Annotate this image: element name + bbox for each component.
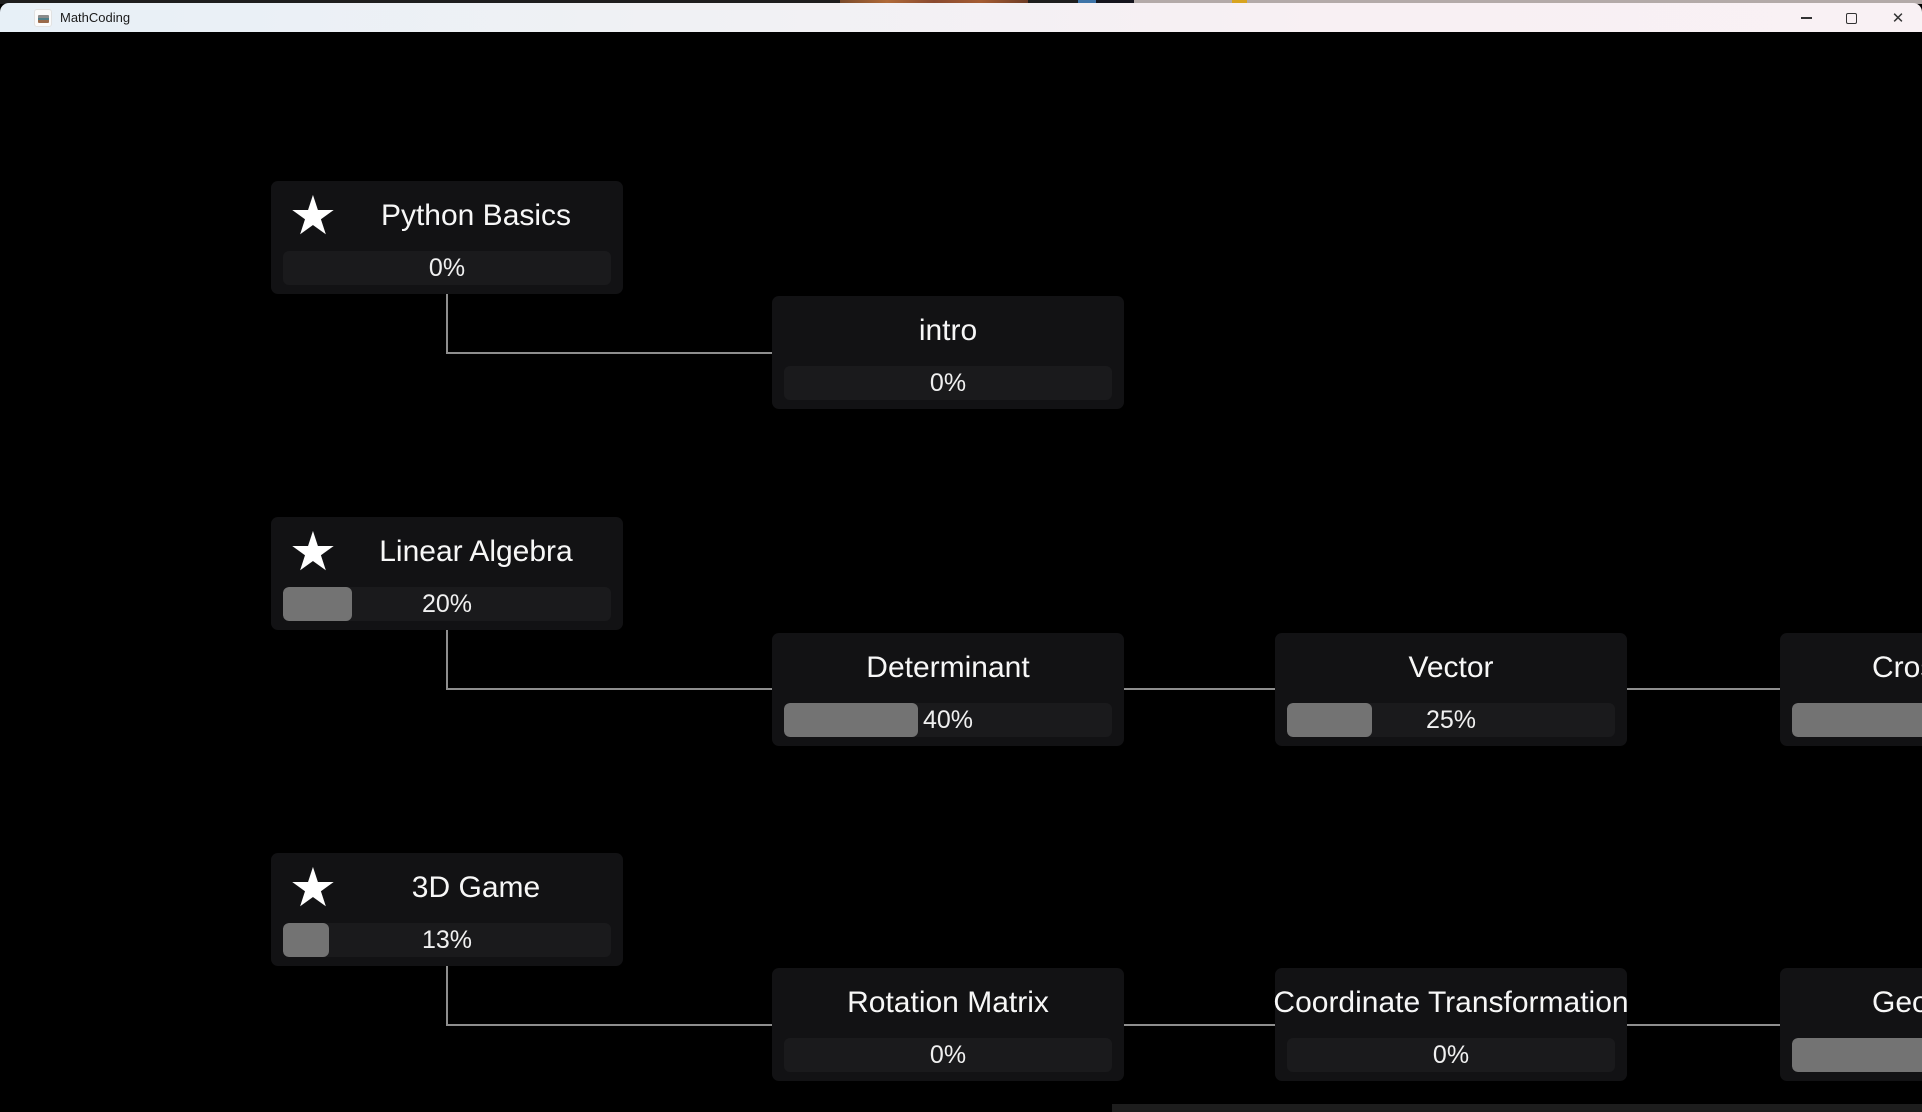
- node-title: Python Basics: [380, 199, 572, 232]
- progress-bar: 0%: [283, 251, 611, 285]
- desktop-edge-strip: [0, 0, 1922, 4]
- connector-line: [446, 294, 448, 354]
- node-cross-truncated[interactable]: Cros: [1780, 633, 1922, 746]
- progress-bar: 13%: [283, 923, 611, 957]
- title-bar[interactable]: MathCoding ✕: [0, 3, 1922, 32]
- progress-label: 0%: [1432, 1041, 1470, 1069]
- maximize-button[interactable]: [1830, 5, 1872, 31]
- node-title: Coordinate Transformation: [1273, 986, 1629, 1019]
- node-title: Determinant: [866, 651, 1030, 684]
- progress-label: 20%: [421, 590, 473, 618]
- progress-bar: 0%: [784, 366, 1112, 400]
- node-linear-algebra[interactable]: ★ Linear Algebra 20%: [271, 517, 623, 630]
- connector-line: [1124, 688, 1275, 690]
- connector-line: [446, 1024, 772, 1026]
- progress-label: 40%: [922, 706, 974, 734]
- node-intro[interactable]: intro 0%: [772, 296, 1124, 409]
- bottom-edge-strip: [1112, 1104, 1922, 1112]
- node-coordinate-transformation[interactable]: Coordinate Transformation 0%: [1273, 968, 1629, 1081]
- connector-line: [446, 966, 448, 1026]
- progress-bar: [1792, 1038, 1922, 1072]
- node-title: 3D Game: [411, 871, 541, 904]
- progress-fill: [784, 703, 919, 737]
- node-vector[interactable]: Vector 25%: [1275, 633, 1627, 746]
- desktop-strip-segment: [1232, 0, 1247, 4]
- star-icon: ★: [288, 522, 338, 582]
- node-3d-game[interactable]: ★ 3D Game 13%: [271, 853, 623, 966]
- desktop-strip-segment: [1078, 0, 1096, 4]
- minimize-icon: [1800, 17, 1812, 19]
- connector-line: [446, 630, 448, 690]
- desktop-strip-segment: [1134, 0, 1922, 4]
- progress-bar: 20%: [283, 587, 611, 621]
- connector-line: [446, 352, 772, 354]
- node-determinant[interactable]: Determinant 40%: [772, 633, 1124, 746]
- star-icon: ★: [288, 858, 338, 918]
- node-title: Rotation Matrix: [847, 986, 1049, 1019]
- node-rotation-matrix[interactable]: Rotation Matrix 0%: [772, 968, 1124, 1081]
- node-geom-truncated[interactable]: Geom: [1780, 968, 1922, 1081]
- node-title: Vector: [1408, 651, 1494, 684]
- progress-bar: [1792, 703, 1922, 737]
- progress-label: 25%: [1425, 706, 1477, 734]
- progress-label: [1792, 703, 1922, 737]
- progress-fill: [283, 923, 329, 957]
- progress-label: [1792, 1038, 1922, 1072]
- progress-label: 0%: [929, 369, 967, 397]
- desktop-strip-segment: [1096, 0, 1134, 4]
- connector-line: [446, 688, 772, 690]
- close-button[interactable]: ✕: [1877, 5, 1919, 31]
- progress-bar: 0%: [784, 1038, 1112, 1072]
- progress-fill: [1287, 703, 1373, 737]
- app-icon: [34, 9, 52, 27]
- skill-tree-canvas[interactable]: ★ Python Basics 0% intro 0% ★ Linear Alg…: [0, 32, 1922, 1112]
- progress-fill: [1792, 703, 1922, 737]
- progress-bar: 40%: [784, 703, 1112, 737]
- close-icon: ✕: [1891, 9, 1905, 27]
- node-title: Linear Algebra: [379, 535, 573, 568]
- node-title: Cros: [1872, 651, 1922, 684]
- progress-fill: [283, 587, 352, 621]
- maximize-icon: [1845, 12, 1857, 24]
- node-python-basics[interactable]: ★ Python Basics 0%: [271, 181, 623, 294]
- window-title: MathCoding: [60, 10, 131, 25]
- progress-bar: 25%: [1287, 703, 1615, 737]
- connector-line: [1627, 688, 1780, 690]
- progress-label: 0%: [929, 1041, 967, 1069]
- desktop-strip-segment: [840, 0, 1028, 4]
- connector-line: [1627, 1024, 1780, 1026]
- connector-line: [1124, 1024, 1275, 1026]
- node-title: Geom: [1872, 986, 1922, 1019]
- progress-fill: [1792, 1038, 1922, 1072]
- star-icon: ★: [288, 186, 338, 246]
- minimize-button[interactable]: [1785, 5, 1827, 31]
- progress-label: 13%: [421, 926, 473, 954]
- node-title: intro: [918, 314, 978, 347]
- progress-bar: 0%: [1287, 1038, 1615, 1072]
- progress-label: 0%: [428, 254, 466, 282]
